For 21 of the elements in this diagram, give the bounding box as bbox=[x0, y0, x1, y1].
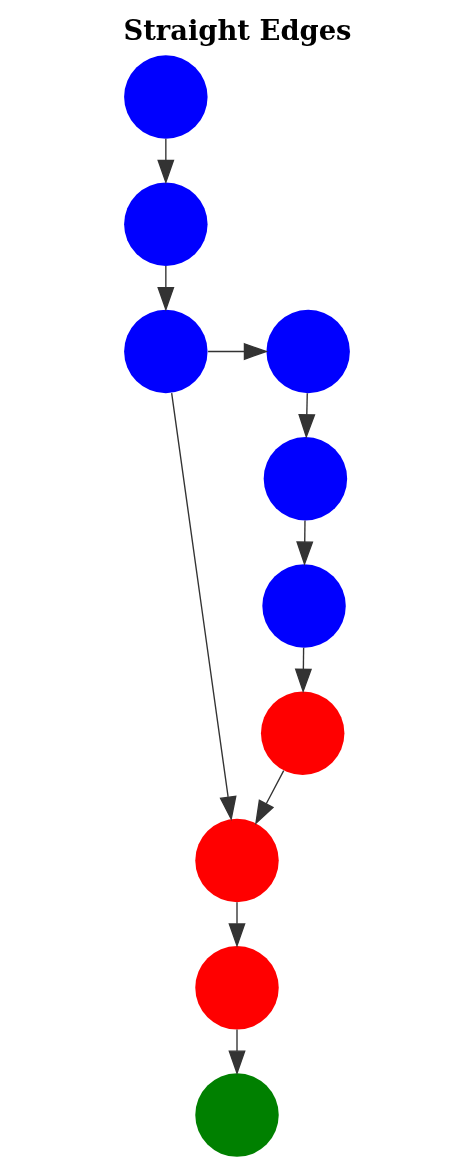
node-circle bbox=[260, 691, 345, 776]
arrow bbox=[255, 770, 285, 826]
node-circle bbox=[263, 437, 348, 521]
arrow bbox=[228, 1028, 246, 1076]
node-circle bbox=[266, 309, 350, 394]
arrow bbox=[228, 901, 246, 948]
arrow bbox=[157, 138, 175, 185]
arrow bbox=[207, 342, 269, 361]
node-circle bbox=[124, 55, 208, 139]
node-circle bbox=[195, 818, 279, 903]
node-circle bbox=[262, 564, 346, 648]
arrow bbox=[157, 265, 175, 312]
arrow bbox=[296, 519, 314, 567]
node-circle bbox=[195, 1073, 279, 1157]
node-circle bbox=[124, 309, 208, 394]
node-circle bbox=[195, 946, 279, 1030]
arrow bbox=[298, 392, 316, 439]
arrow bbox=[171, 392, 237, 822]
arrow bbox=[294, 647, 312, 694]
diagram-title: Straight Edges bbox=[123, 14, 352, 47]
node-circle bbox=[124, 182, 208, 266]
